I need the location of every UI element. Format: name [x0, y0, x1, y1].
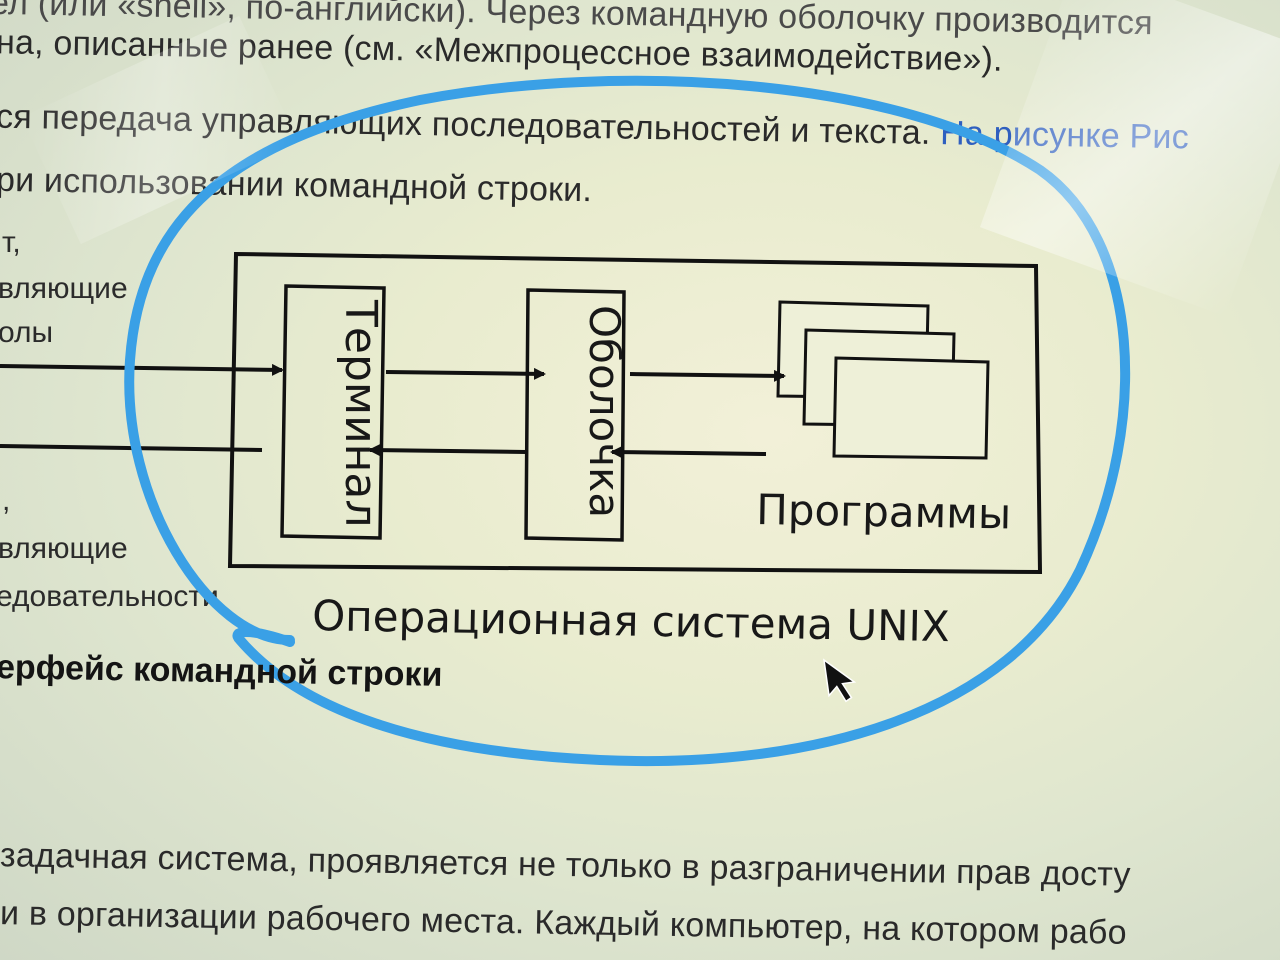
- arrows: [0, 363, 786, 459]
- arrow-shell-to-programs: [629, 369, 786, 382]
- figure-side-label: вляющие: [0, 272, 128, 305]
- shell-label: Оболочка: [580, 305, 629, 518]
- programs-label: Программы: [756, 485, 1012, 538]
- arrow-terminal-to-shell: [385, 367, 546, 380]
- shell-box: Оболочка: [524, 288, 629, 542]
- os-caption: Операционная система UNIX: [312, 591, 950, 651]
- terminal-label: Терминал: [335, 299, 386, 528]
- arrow-input-to-terminal: [0, 363, 284, 376]
- figure-side-label: вляющие: [0, 532, 128, 565]
- mouse-pointer-icon: [823, 658, 857, 703]
- figure-side-label: т,: [2, 226, 21, 259]
- annotation-circle: [124, 75, 1131, 767]
- figure-side-label: ,: [2, 484, 11, 517]
- arrow-terminal-to-output: [0, 444, 263, 452]
- arrow-programs-to-shell: [610, 446, 767, 459]
- figure-side-label: олы: [0, 316, 54, 349]
- programs-stack: [776, 300, 990, 460]
- arrow-shell-to-terminal: [368, 444, 527, 457]
- figure-side-label: едовательности: [0, 580, 219, 613]
- terminal-box: Терминал: [280, 284, 386, 540]
- section-heading: ерфейс командной строки: [0, 648, 443, 694]
- os-frame: [227, 251, 1043, 575]
